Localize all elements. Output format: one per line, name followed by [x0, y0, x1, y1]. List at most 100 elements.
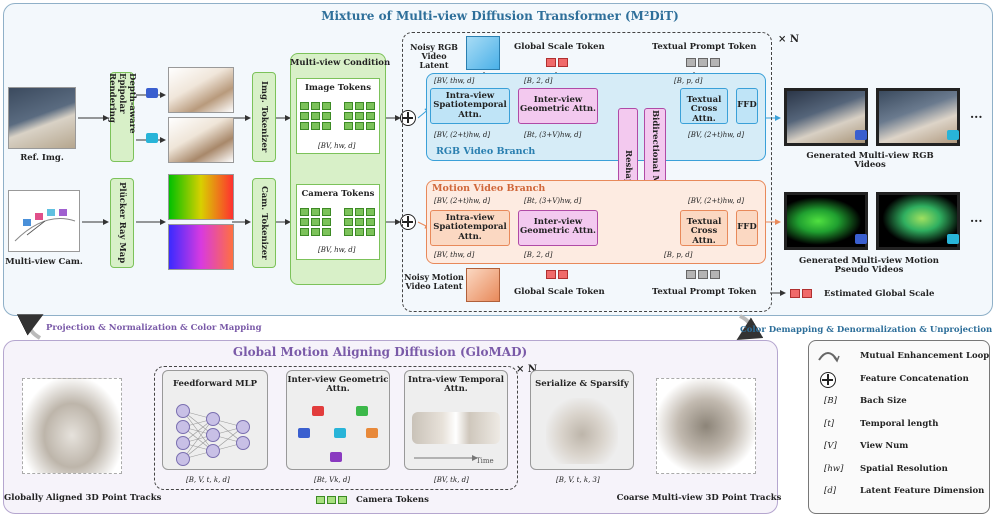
token-cell — [311, 218, 320, 226]
mlp-node — [176, 452, 190, 466]
camera-icon — [366, 428, 378, 438]
rgb-dim-out3: [BV, (2+t)hw, d] — [688, 131, 745, 139]
rgb-branch-label: RGB Video Branch — [436, 146, 536, 157]
token-cell — [366, 228, 375, 236]
motion-dim-a: [BV, (2+t)hw, d] — [434, 197, 491, 205]
mlp-dim: [B, V, t, k, d] — [186, 476, 230, 484]
motion-dim-d: [BV, thw, d] — [434, 251, 475, 259]
token-cell — [355, 122, 364, 130]
temporal-frames-image — [412, 412, 500, 444]
mlp-label: Feedforward MLP — [172, 379, 258, 389]
multiview-condition-title: Multi-view Condition — [290, 58, 391, 68]
motion-dim-e: [B, 2, d] — [524, 251, 553, 259]
camera-icon — [146, 88, 158, 98]
rendered-view-1 — [168, 67, 234, 113]
image-tokens-label: Image Tokens — [304, 83, 372, 93]
scale-token — [558, 270, 568, 279]
token-cell — [355, 228, 364, 236]
modulation-label: Bidirectional Modulation — [650, 109, 660, 231]
camera-icon — [947, 130, 959, 140]
mlp-node — [176, 436, 190, 450]
token-cell — [300, 102, 309, 110]
legend-text: Spatial Resolution — [860, 463, 948, 474]
legend-symbol: [B] — [824, 396, 837, 406]
token-cell — [355, 102, 364, 110]
token-cell — [300, 112, 309, 120]
motion-dim-f: [B, p, d] — [664, 251, 693, 259]
glomad-repeat-label: × N — [516, 364, 538, 375]
mlp-node — [206, 412, 220, 426]
mlp-node — [236, 436, 250, 450]
noisy-motion-cube — [466, 268, 500, 302]
token-cell — [300, 228, 309, 236]
token-cell — [311, 228, 320, 236]
motion-output-frame-1 — [784, 192, 868, 250]
rgb-cross-attn-block — [680, 88, 728, 124]
noisy-rgb-cube — [466, 36, 500, 70]
legend-symbol: [V] — [824, 441, 837, 451]
token-cell — [311, 102, 320, 110]
camera-token — [338, 496, 347, 504]
estimated-scale-token — [802, 289, 812, 298]
image-tokens-shape: [BV, hw, d] — [318, 142, 356, 150]
motion-dim-c: [BV, (2+t)hw, d] — [688, 197, 745, 205]
glomad-block — [154, 366, 518, 490]
ref-image — [8, 87, 76, 149]
motion-ffd-label: FFD — [737, 222, 757, 232]
motion-cross-attn-block — [680, 210, 728, 246]
rgb-ellipsis: ... — [970, 107, 983, 121]
plucker-map-1 — [168, 174, 234, 220]
prompt-token — [710, 270, 720, 279]
plucker-label: Plücker Ray Map — [117, 182, 127, 264]
legend-text: Latent Feature Dimension — [860, 486, 985, 496]
rgb-dim-in: [BV, thw, d] — [434, 77, 475, 85]
img-tokenizer-box: Img. Tokenizer — [252, 72, 276, 162]
rgb-output-frame-1 — [784, 88, 868, 146]
plucker-box: Plücker Ray Map — [110, 178, 134, 268]
token-cell — [366, 218, 375, 226]
estimated-scale-token — [790, 289, 800, 298]
motion-cross-label: Textual Cross Attn. — [686, 217, 722, 246]
time-arrow-icon — [414, 455, 478, 461]
glomad-inter-dim: [Bt, Vk, d] — [314, 476, 351, 484]
serialize-dim: [B, V, t, k, 3] — [556, 476, 600, 484]
prompt-token — [686, 270, 696, 279]
multiview-camera-label: Multi-view Cam. — [5, 257, 83, 267]
scale-token — [558, 58, 568, 67]
rendered-view-2 — [168, 117, 234, 163]
motion-inter-attn-block — [518, 210, 598, 246]
glomad-inter-label: Inter-view Geometric Attn. — [287, 375, 389, 395]
prompt-token — [686, 58, 696, 67]
cam-tokenizer-box: Cam. Tokenizer — [252, 178, 276, 268]
camera-tokens-label: Camera Tokens — [301, 189, 375, 199]
token-cell — [355, 112, 364, 120]
token-cell — [344, 228, 353, 236]
motion-output-label: Generated Multi-view Motion Pseudo Video… — [799, 256, 939, 276]
token-cell — [322, 208, 331, 216]
mlp-node — [206, 444, 220, 458]
rgb-inter-attn-block — [518, 88, 598, 124]
token-cell — [366, 208, 375, 216]
repeat-n-label: × N — [778, 34, 800, 45]
ref-image-label: Ref. Img. — [20, 153, 64, 163]
legend-symbol: [hw] — [824, 463, 844, 474]
rgb-dim-out1: [BV, (2+t)hw, d] — [434, 131, 491, 139]
reshape-label: Reshape — [623, 149, 633, 191]
token-cell — [366, 112, 375, 120]
motion-prompt-token-label: Textual Prompt Token — [652, 287, 757, 297]
token-cell — [300, 218, 309, 226]
legend-symbol: [t] — [824, 418, 835, 429]
token-cell — [322, 122, 331, 130]
rgb-output-label: Generated Multi-view RGB Videos — [806, 151, 934, 171]
glomad-intra-dim: [BV, tk, d] — [434, 476, 469, 484]
mlp-node — [206, 428, 220, 442]
motion-dim-b: [Bt, (3+V)hw, d] — [524, 197, 582, 205]
token-cell — [300, 208, 309, 216]
token-cell — [344, 218, 353, 226]
token-cell — [366, 122, 375, 130]
mlp-node — [236, 420, 250, 434]
camera-tokens-shape: [BV, hw, d] — [318, 246, 356, 254]
multiview-camera-image — [8, 190, 80, 252]
rgb-ffd-block — [736, 88, 758, 124]
cam-tokenizer-label: Cam. Tokenizer — [259, 186, 269, 260]
